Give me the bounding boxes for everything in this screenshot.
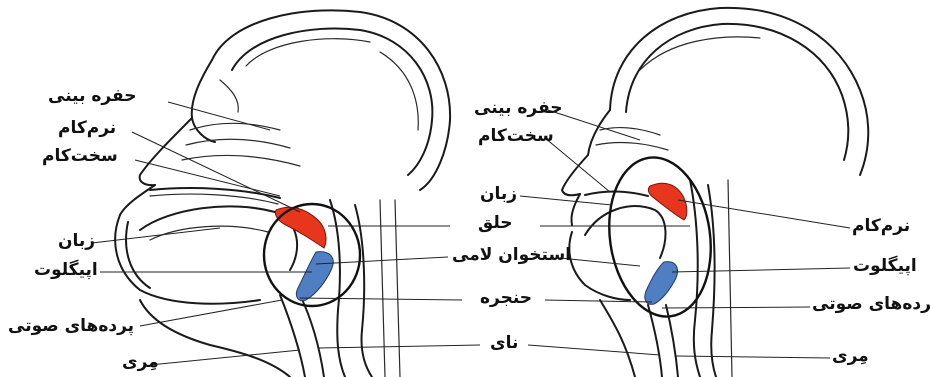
right-label-nasal-cavity: حفره بینی xyxy=(474,100,562,117)
left-label-epiglottis: اپیگلوت xyxy=(34,262,98,279)
right-lower-jaw xyxy=(569,232,630,300)
right-upper-lip xyxy=(571,194,580,225)
center-label-hyoid-bone: استخوان لامی xyxy=(452,247,571,264)
center-label-larynx: حنجره xyxy=(480,290,532,307)
right-label-soft-palate: نرم‌کام xyxy=(852,218,910,235)
center-label-trachea: نای xyxy=(490,335,518,352)
left-label-tongue: زبان xyxy=(58,233,95,250)
center-label-pharynx: حلق xyxy=(478,215,513,232)
right-head-figure xyxy=(562,8,868,377)
left-head-figure xyxy=(115,10,450,377)
right-epiglottis xyxy=(645,262,678,305)
left-skull-inner xyxy=(232,29,432,175)
left-epiglottis xyxy=(296,252,333,301)
left-label-soft-palate: نرم‌کام xyxy=(58,120,116,137)
right-skull-outline xyxy=(610,8,868,175)
right-label-epiglottis: اپیگلوت xyxy=(853,258,917,275)
right-label-esophagus: مِری xyxy=(832,348,869,365)
left-pharynx-wall xyxy=(330,200,345,377)
right-skull-inner xyxy=(626,24,848,160)
right-nose xyxy=(562,155,588,195)
right-pharynx-wall xyxy=(690,180,700,377)
right-label-tongue: زبان xyxy=(480,186,517,203)
left-turbinate-2 xyxy=(186,139,290,148)
left-label-vocal-cords: پرده‌های صوتی xyxy=(8,318,134,335)
left-label-esophagus: مِری xyxy=(122,354,159,371)
right-soft-palate xyxy=(648,183,687,220)
left-skull-outline xyxy=(212,10,450,190)
left-spine xyxy=(380,200,385,377)
left-trachea xyxy=(280,295,305,377)
right-tongue xyxy=(585,206,665,258)
right-label-vocal-cords: پرده‌های صوتی xyxy=(812,296,930,313)
right-spine xyxy=(728,180,732,377)
left-label-nasal-cavity: حفره بینی xyxy=(48,88,136,105)
left-forehead xyxy=(192,60,215,142)
left-chin xyxy=(140,300,290,377)
left-tongue xyxy=(140,206,297,270)
right-label-hard-palate: سخت‌کام xyxy=(478,128,554,145)
left-nose xyxy=(140,118,192,185)
left-label-hard-palate: سخت‌کام xyxy=(42,148,118,165)
left-upper-lip xyxy=(120,185,155,215)
right-chin xyxy=(600,300,635,377)
right-hard-palate xyxy=(585,191,648,196)
right-forehead xyxy=(588,110,610,155)
